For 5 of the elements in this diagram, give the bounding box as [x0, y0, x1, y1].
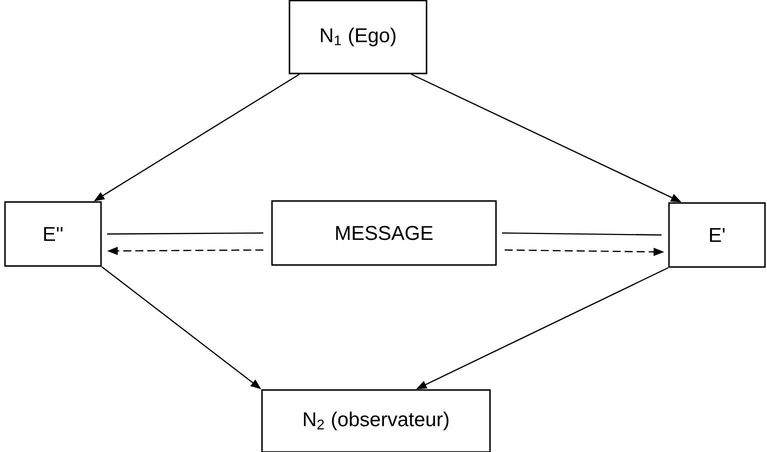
text-box: N$_{2}$ (observateur) [261, 389, 491, 452]
text-box: E'' [4, 201, 102, 267]
text-box: MESSAGE [271, 200, 497, 266]
text-box: E' [668, 202, 766, 268]
text-box: N$_{1}$ (Ego) [288, 0, 428, 74]
